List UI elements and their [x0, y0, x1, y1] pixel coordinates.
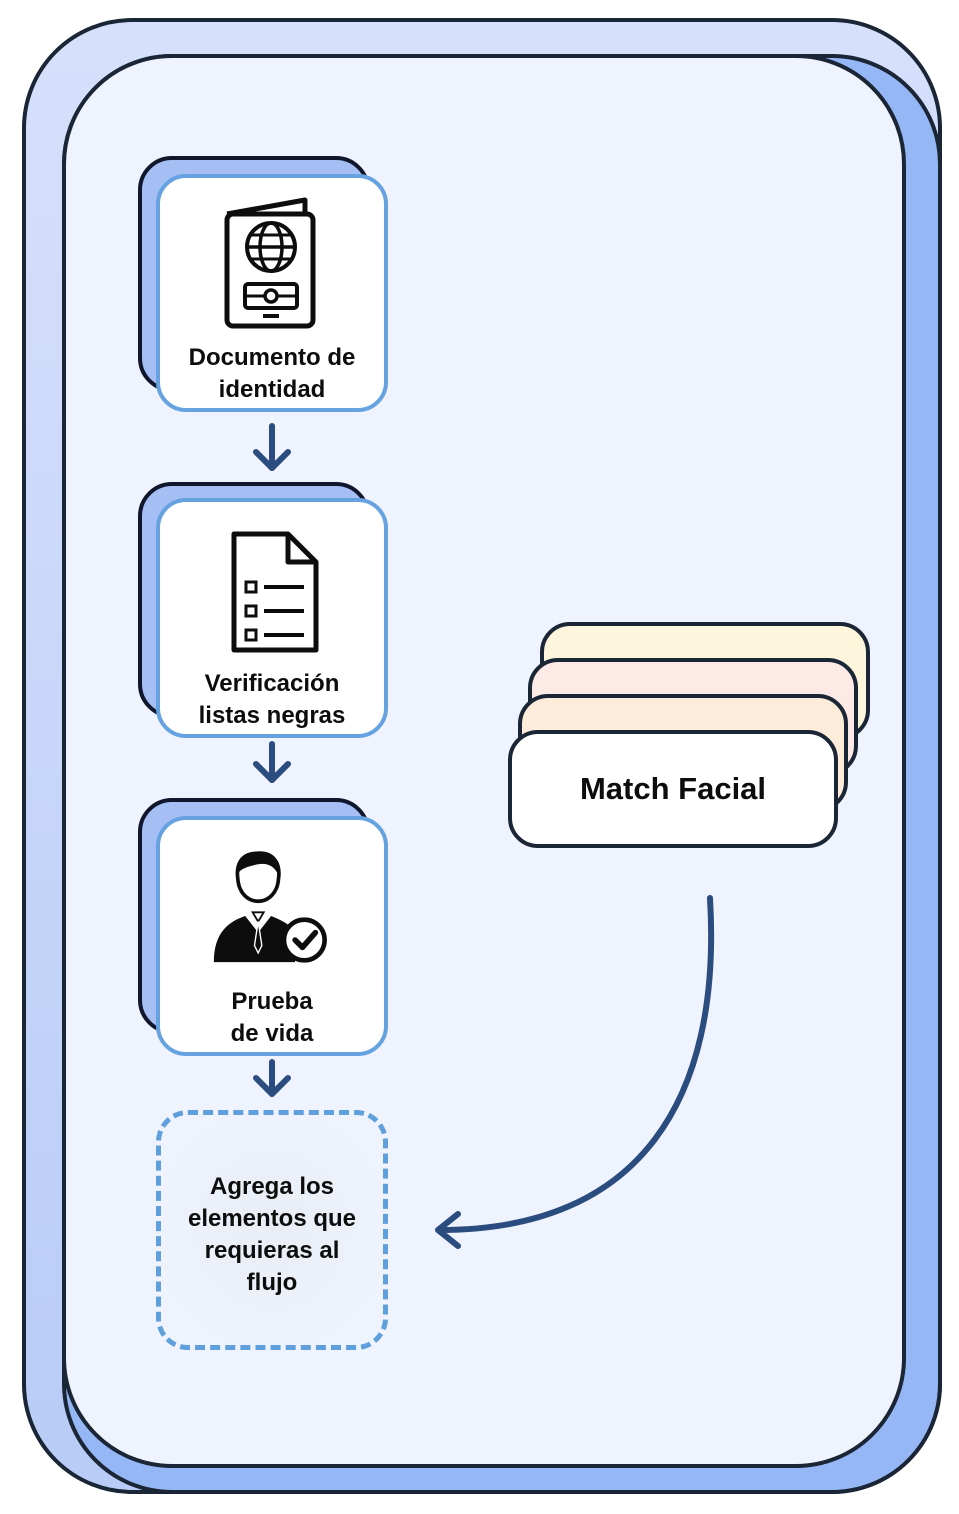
arrow-down-1 — [253, 423, 291, 471]
arrow-down-3 — [253, 1059, 291, 1097]
passport-icon — [212, 192, 332, 332]
arrow-down-2 — [253, 741, 291, 783]
add-element-placeholder[interactable]: Agrega los elementos que requieras al fl… — [156, 1110, 388, 1350]
step-label: Prueba de vida — [230, 988, 314, 1047]
match-facial-card[interactable]: Match Facial — [508, 730, 838, 848]
arrow-curved-to-placeholder — [435, 895, 715, 1249]
step-prueba-vida[interactable]: Prueba de vida — [156, 816, 388, 1056]
match-facial-label: Match Facial — [579, 771, 767, 806]
placeholder-label: Agrega los elementos que requieras al fl… — [187, 1173, 357, 1296]
step-label: Verificación listas negras — [198, 670, 346, 729]
verified-person-icon — [212, 834, 332, 974]
checklist-document-icon — [212, 516, 332, 656]
step-label: Documento de identidad — [188, 344, 356, 403]
step-verificacion-listas[interactable]: Verificación listas negras — [156, 498, 388, 738]
step-documento-identidad[interactable]: Documento de identidad — [156, 174, 388, 412]
